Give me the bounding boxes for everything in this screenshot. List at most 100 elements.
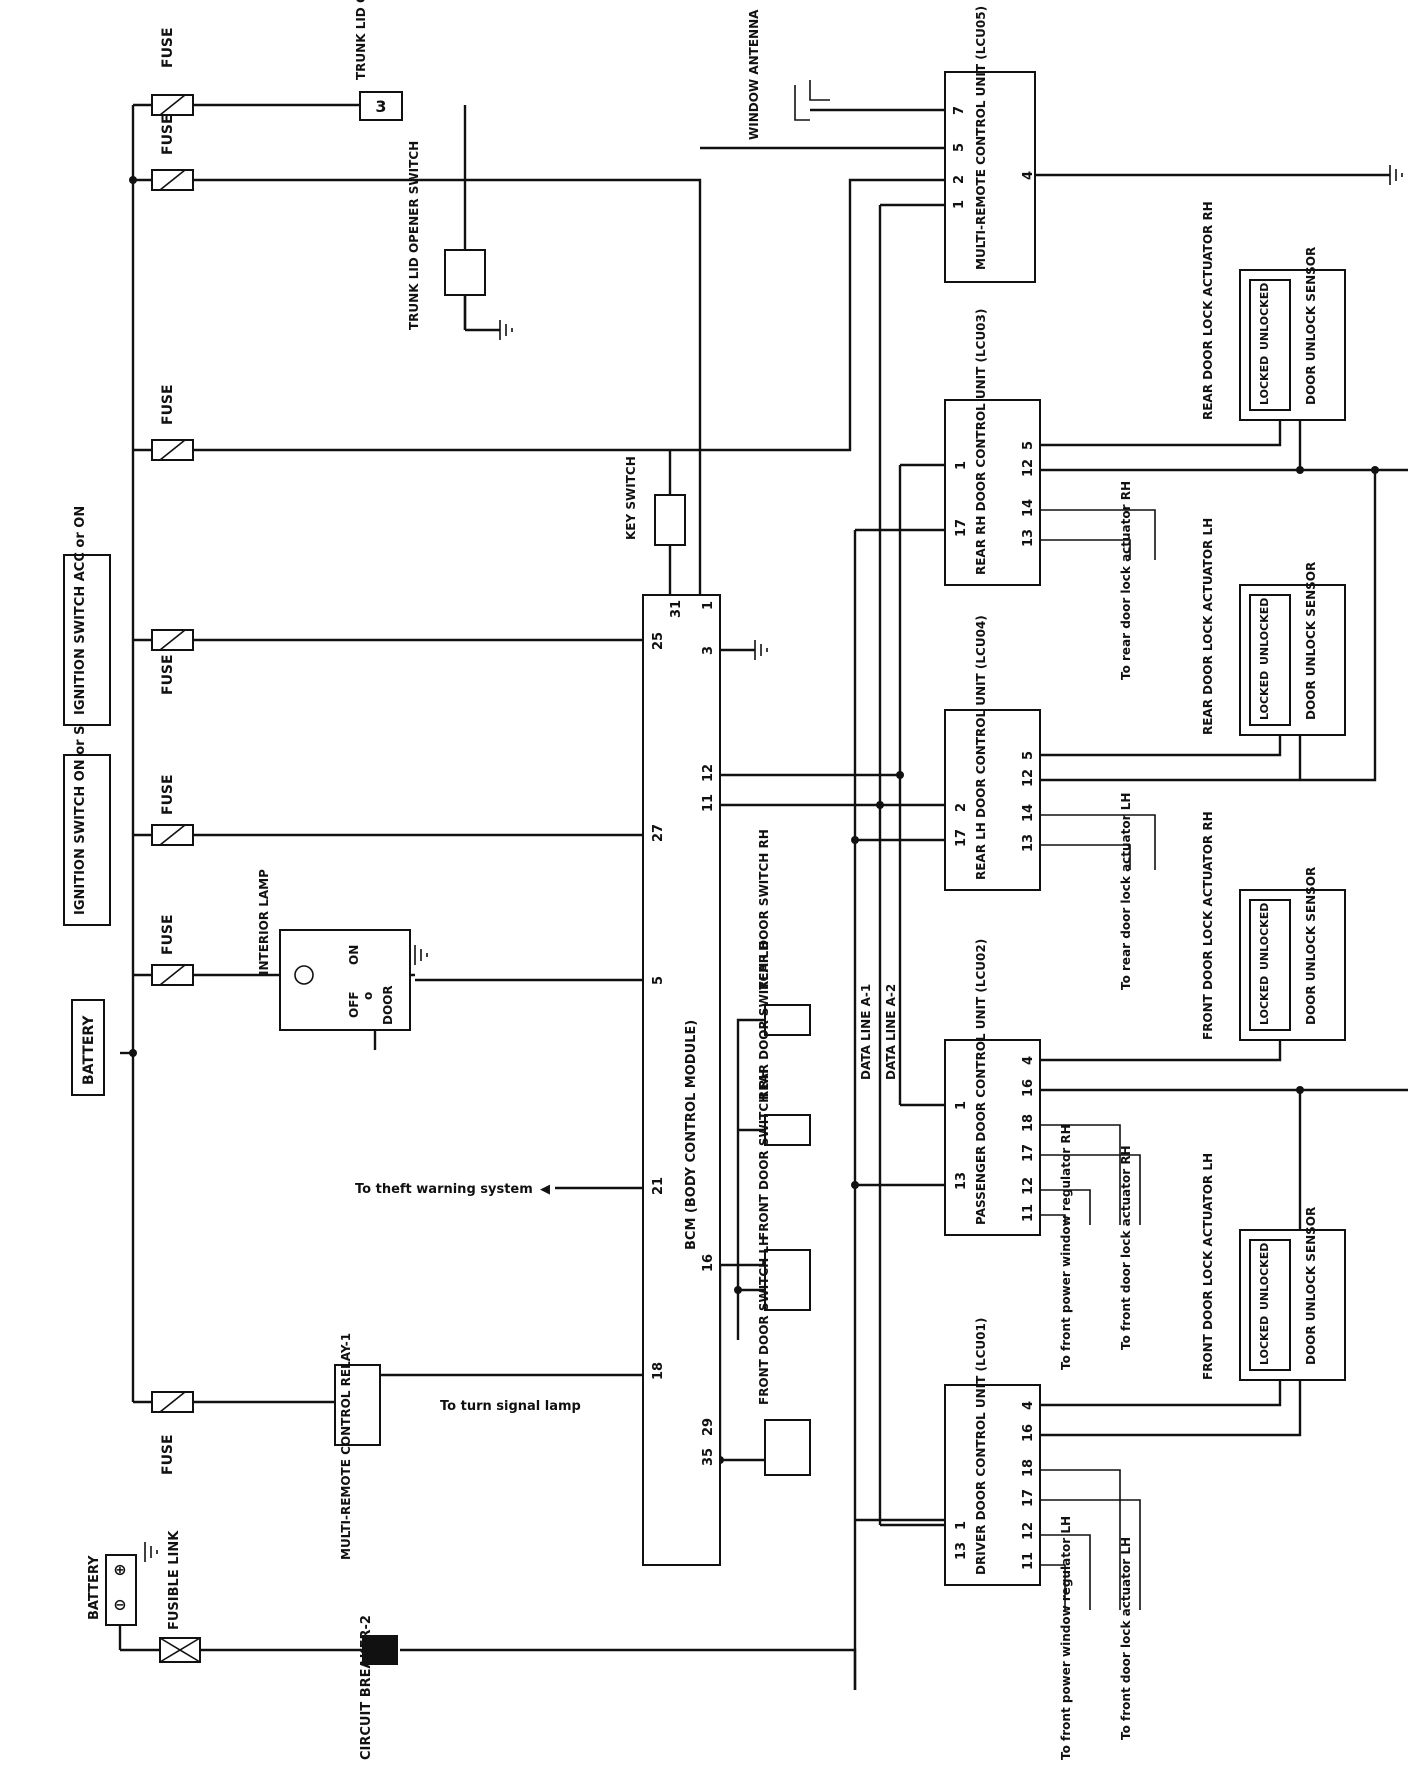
theft-label: To theft warning system bbox=[355, 1182, 533, 1197]
lcu04-pin: 14 bbox=[1021, 804, 1036, 822]
lcu04-box bbox=[944, 709, 1041, 891]
lcu02-pin: 16 bbox=[1021, 1079, 1036, 1097]
mrcu-pin: 4 bbox=[1021, 171, 1036, 180]
lcu01-to-window: To front power window regulator LH bbox=[1059, 1516, 1073, 1760]
lcu04-pin: 2 bbox=[954, 803, 969, 812]
lcu04-to: To rear door lock actuator LH bbox=[1119, 793, 1133, 990]
bcm-pin: 12 bbox=[701, 764, 716, 782]
arrow-left-icon: ◀ bbox=[540, 1182, 550, 1197]
trunk-switch-symbol bbox=[444, 249, 486, 296]
actuator-unlocked: UNLOCKED bbox=[1258, 598, 1271, 665]
lcu04-title: REAR LH DOOR CONTROL UNIT (LCU04) bbox=[974, 615, 988, 880]
lcu02-pin: 1 bbox=[954, 1101, 969, 1110]
lcu01-box bbox=[944, 1384, 1041, 1586]
antenna-icon bbox=[794, 80, 830, 121]
lcu03-pin: 17 bbox=[954, 519, 969, 537]
door-switch-symbol bbox=[764, 1004, 811, 1036]
battery-main-box bbox=[71, 999, 105, 1096]
circuit-breaker-label: CIRCUIT BREAKER-2 bbox=[359, 1615, 374, 1760]
actuator-rear-rh: REAR DOOR LOCK ACTUATOR RH LOCKED UNLOCK… bbox=[1201, 201, 1346, 421]
door-switch-label: FRONT DOOR SWITCH LH bbox=[757, 1236, 771, 1405]
bcm-pin: 1 bbox=[701, 601, 716, 610]
lcu03-pin: 5 bbox=[1021, 441, 1036, 450]
fuse-label: FUSE bbox=[160, 27, 176, 68]
fuse-label: FUSE bbox=[160, 654, 176, 695]
lcu03-box bbox=[944, 399, 1041, 586]
actuator-title: REAR DOOR LOCK ACTUATOR RH bbox=[1201, 201, 1215, 420]
actuator-unlocked: UNLOCKED bbox=[1258, 1243, 1271, 1310]
mrcu-box bbox=[944, 71, 1036, 283]
battery-top-symbol bbox=[105, 1554, 137, 1626]
lcu04-pin: 12 bbox=[1021, 769, 1036, 787]
ign-on-start-box bbox=[63, 754, 111, 926]
lcu03-to: To rear door lock actuator RH bbox=[1119, 481, 1133, 680]
lcu03-pin: 1 bbox=[954, 461, 969, 470]
mrcu-pin: 7 bbox=[952, 106, 967, 115]
key-switch-symbol bbox=[654, 494, 686, 546]
data-line-a2: DATA LINE A-2 bbox=[884, 984, 898, 1080]
lcu03-pin: 14 bbox=[1021, 499, 1036, 517]
bcm-pin: 11 bbox=[701, 794, 716, 812]
door-switch-symbol bbox=[764, 1249, 811, 1311]
bcm-pin: 31 bbox=[669, 600, 684, 618]
lcu01-pin: 12 bbox=[1021, 1522, 1036, 1540]
actuator-locked: LOCKED bbox=[1258, 976, 1271, 1025]
lcu02-pin: 12 bbox=[1021, 1177, 1036, 1195]
actuator-rear-lh: REAR DOOR LOCK ACTUATOR LH LOCKED UNLOCK… bbox=[1201, 518, 1346, 736]
mrcu-pin: 2 bbox=[952, 175, 967, 184]
actuator-sensor: DOOR UNLOCK SENSOR bbox=[1304, 1207, 1318, 1365]
relay-box bbox=[334, 1364, 381, 1446]
antenna-label: WINDOW ANTENNA bbox=[747, 9, 761, 140]
actuator-unlocked: UNLOCKED bbox=[1258, 283, 1271, 350]
lcu02-pin: 4 bbox=[1021, 1056, 1036, 1065]
battery-minus-icon: ⊖ bbox=[113, 1595, 126, 1614]
lcu02-box bbox=[944, 1039, 1041, 1236]
wires bbox=[118, 103, 1408, 1690]
ign-acc-on-label: IGNITION SWITCH ACC or ON bbox=[73, 506, 88, 715]
ign-on-start-label: IGNITION SWITCH ON or START bbox=[73, 689, 88, 915]
lcu01-pin: 17 bbox=[1021, 1489, 1036, 1507]
lcu02-pin: 11 bbox=[1021, 1204, 1036, 1222]
lcu01-pin: 18 bbox=[1021, 1459, 1036, 1477]
lcu01-pin: 1 bbox=[954, 1521, 969, 1530]
lamp-o: o bbox=[361, 992, 375, 1000]
bcm-pin: 16 bbox=[701, 1254, 716, 1272]
lcu01-title: DRIVER DOOR CONTROL UNIT (LCU01) bbox=[974, 1318, 988, 1575]
fuse-label: FUSE bbox=[160, 384, 176, 425]
data-line-a1: DATA LINE A-1 bbox=[859, 984, 873, 1080]
bcm-box bbox=[642, 594, 721, 1566]
lcu03-title: REAR RH DOOR CONTROL UNIT (LCU03) bbox=[974, 309, 988, 575]
lamp-on: ON bbox=[347, 945, 361, 965]
battery-top-label: BATTERY bbox=[87, 1555, 102, 1620]
battery-main-label: BATTERY bbox=[81, 1015, 97, 1085]
trunk-actuator-symbol bbox=[359, 91, 403, 121]
mrcu-pin: 1 bbox=[952, 200, 967, 209]
actuator-title: FRONT DOOR LOCK ACTUATOR RH bbox=[1201, 811, 1215, 1040]
lcu01-pin: 16 bbox=[1021, 1424, 1036, 1442]
actuator-locked: LOCKED bbox=[1258, 671, 1271, 720]
door-switch-label: REAR DOOR SWITCH RH bbox=[757, 829, 771, 990]
bcm-pin: 29 bbox=[701, 1418, 716, 1436]
lamp-icon bbox=[294, 965, 314, 985]
fuse-label: FUSE bbox=[160, 114, 176, 155]
interior-lamp-box bbox=[279, 929, 411, 1031]
door-switch-label: REAR DOOR SWITCH LH bbox=[757, 941, 771, 1100]
bcm-pin: 18 bbox=[651, 1362, 666, 1380]
interior-lamp-label: INTERIOR LAMP bbox=[257, 869, 271, 975]
lcu04-pin: 13 bbox=[1021, 834, 1036, 852]
actuator-title: FRONT DOOR LOCK ACTUATOR LH bbox=[1201, 1153, 1215, 1380]
door-switch-symbol bbox=[764, 1114, 811, 1146]
trunk-actuator-label: TRUNK LID OPENER ACTUATOR bbox=[354, 0, 368, 80]
bcm-pin: 35 bbox=[701, 1448, 716, 1466]
lcu01-pin: 13 bbox=[954, 1542, 969, 1560]
actuator-locked: LOCKED bbox=[1258, 1316, 1271, 1365]
battery-plus-icon: ⊕ bbox=[113, 1560, 126, 1579]
relay-label: MULTI-REMOTE CONTROL RELAY-1 bbox=[339, 1333, 353, 1560]
key-switch-label: KEY SWITCH bbox=[624, 456, 638, 540]
circuit-breaker-symbol bbox=[362, 1635, 398, 1665]
coil-icon: 3 bbox=[375, 97, 386, 116]
fuse-label: FUSE bbox=[160, 774, 176, 815]
door-switch-label: FRONT DOOR SWITCH RH bbox=[757, 1069, 771, 1240]
lcu03-pin: 13 bbox=[1021, 529, 1036, 547]
